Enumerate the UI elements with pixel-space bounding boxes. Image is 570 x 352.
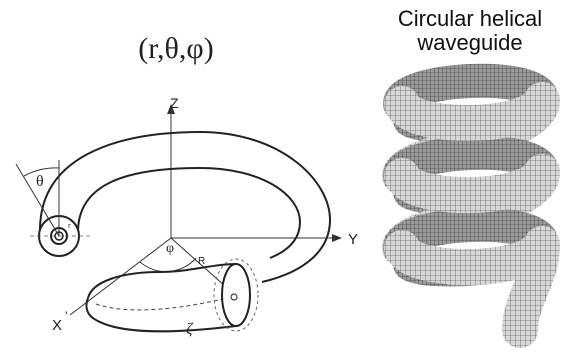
toroidal-coordinate-diagram: (r,θ,φ) Z r θ Y X ’ φ R <box>15 32 358 338</box>
helix-title-line1: Circular helical <box>398 6 542 31</box>
r-label: r <box>68 221 71 230</box>
torus-outer-outline <box>39 130 332 283</box>
helix-coils <box>382 63 560 348</box>
phi-label: φ <box>166 241 174 256</box>
helix-svg: Circular helical waveguide <box>382 6 560 348</box>
torus-sketch-svg: (r,θ,φ) Z r θ Y X ’ φ R <box>15 32 358 338</box>
theta-label: θ <box>36 173 44 190</box>
y-axis-arrow <box>332 234 342 242</box>
front-tube-bottom <box>95 319 237 333</box>
zeta-label: ζ <box>186 321 194 338</box>
z-axis-arrow <box>167 104 175 114</box>
y-axis-label: Y <box>348 231 358 248</box>
helical-waveguide-panel: Circular helical waveguide <box>370 0 570 352</box>
front-tube-cap <box>85 297 97 321</box>
coordinate-label: (r,θ,φ) <box>138 32 213 65</box>
x-axis-label: X <box>52 317 62 334</box>
helix-title-line2: waveguide <box>416 30 522 55</box>
torus-inner-outline <box>77 166 302 259</box>
front-tube-top <box>87 263 237 299</box>
theta-radius-line <box>15 163 60 237</box>
radius-label: R <box>198 256 205 267</box>
front-tube-end-dashed <box>213 258 259 332</box>
x-axis-prime: ’ <box>65 309 68 323</box>
z-axis-label: Z <box>170 95 179 111</box>
front-tube-center <box>230 293 238 301</box>
theta-arc <box>23 167 60 177</box>
zeta-centerline <box>95 295 235 311</box>
